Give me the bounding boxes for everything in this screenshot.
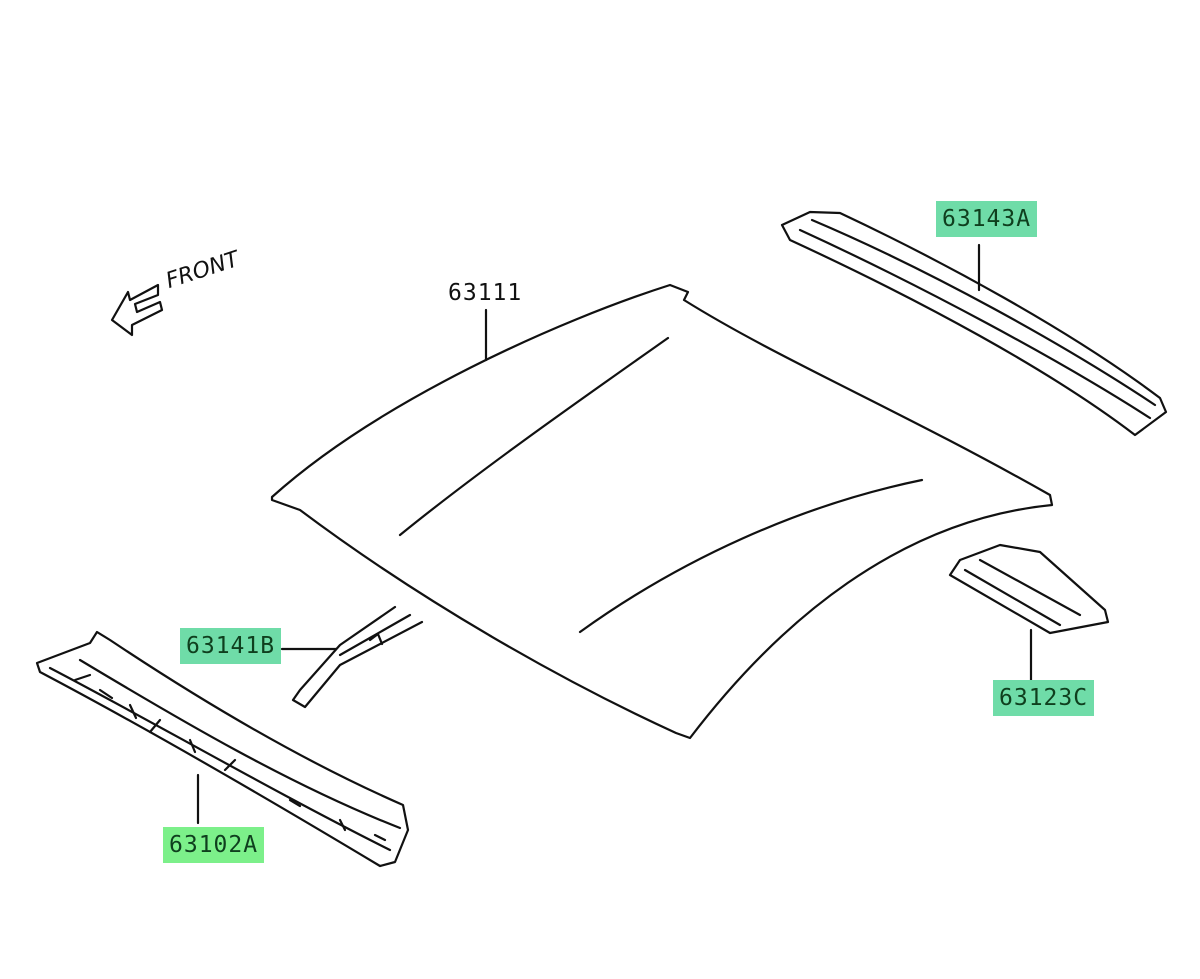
part-label-63111[interactable]: 63111: [448, 280, 523, 306]
front-header-part: [35, 630, 410, 868]
roof-panel: [270, 283, 1054, 740]
rear-rail-part: [780, 210, 1168, 437]
part-label-63123c[interactable]: 63123C: [993, 680, 1095, 716]
bow-part: [280, 605, 424, 709]
front-arrow-icon: [110, 283, 164, 337]
part-label-63141b[interactable]: 63141B: [180, 628, 282, 664]
side-rail-inner-part: [948, 543, 1110, 682]
part-label-63143a[interactable]: 63143A: [936, 201, 1038, 237]
part-label-63102a[interactable]: 63102A: [163, 827, 265, 863]
